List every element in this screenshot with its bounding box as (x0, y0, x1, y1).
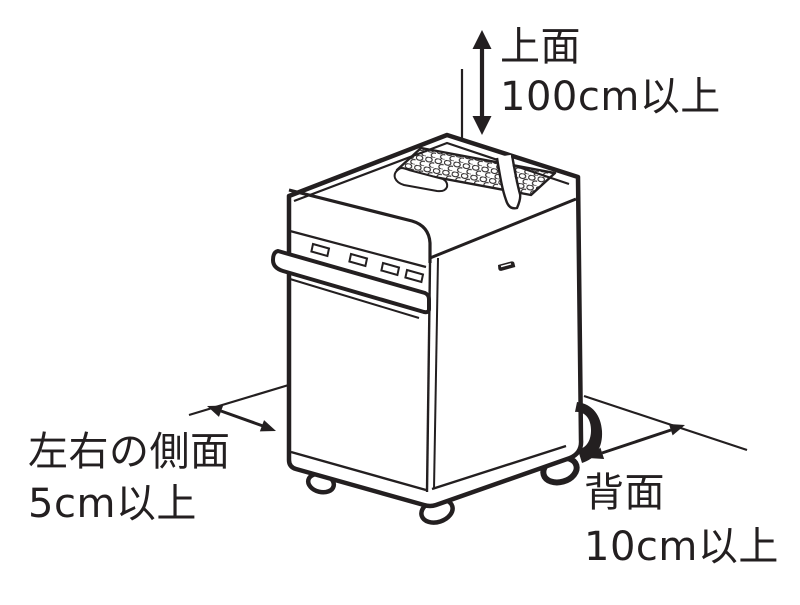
front-ledge (271, 249, 431, 315)
base-seam-front (290, 450, 427, 492)
control-button (310, 242, 331, 258)
control-button (348, 252, 369, 268)
near-corner-highlight-line (433, 257, 439, 490)
control-button (404, 268, 425, 284)
side-clearance-arrow (207, 405, 276, 432)
arrowhead-right-icon (668, 423, 685, 436)
side-clearance-value: 5cm以上 (28, 481, 197, 527)
arrowhead-down-icon (472, 116, 492, 135)
side-surface-text: 左右の側面 (28, 429, 231, 475)
top-clearance-label: 上面 100cm以上 (500, 22, 721, 122)
double-arrow-diagonal-icon (601, 428, 672, 455)
floor-line-right (583, 394, 748, 452)
tank-strap-casing (497, 154, 520, 201)
back-surface-text: 背面 (584, 470, 665, 516)
top-surface-text: 上面 (500, 24, 581, 70)
back-clearance-value: 10cm以上 (584, 524, 779, 570)
side-latch-highlight (500, 263, 512, 268)
top-clearance-value: 100cm以上 (500, 74, 721, 120)
lid-front-edge (288, 188, 432, 263)
base-seam-right (431, 444, 567, 491)
top-clearance-arrow (472, 30, 492, 135)
control-button (380, 261, 401, 277)
handle-recess (393, 166, 449, 193)
control-panel-edge (289, 229, 427, 269)
floor-line-left (188, 382, 293, 417)
right-face-top-edge (429, 197, 577, 260)
back-clearance-label: 背面 10cm以上 (584, 466, 779, 574)
back-clearance-arrow (588, 423, 685, 460)
arrowhead-left-icon (588, 447, 605, 460)
arrowhead-right-icon (259, 420, 276, 432)
arrowhead-left-icon (207, 405, 224, 417)
front-ledge-shadow-line (289, 278, 420, 319)
tank-strap (495, 154, 522, 210)
caster-bracket (575, 402, 603, 463)
side-clearance-label: 左右の側面 5cm以上 (28, 426, 231, 530)
arrowhead-up-icon (472, 30, 492, 49)
double-arrow-diagonal-icon (220, 409, 264, 428)
